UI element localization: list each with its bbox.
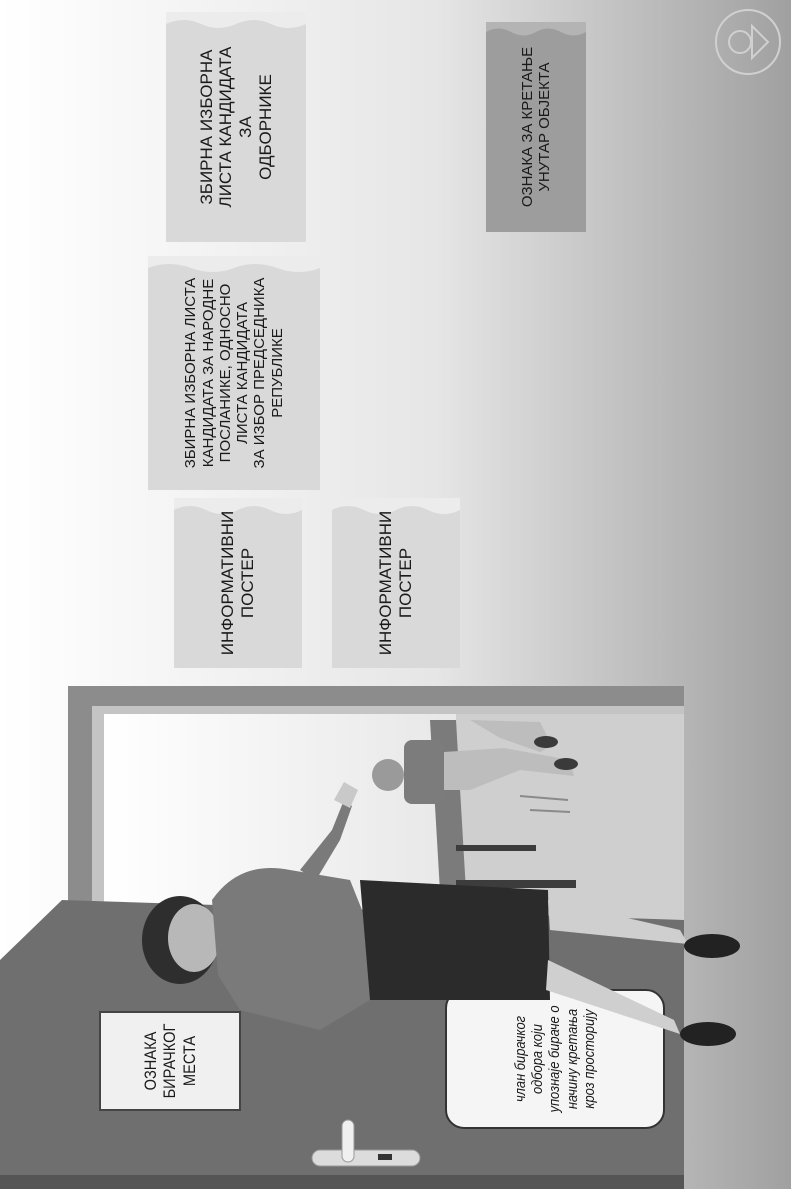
door-sign-text: ОЗНАКА БИРАЧКОГ МЕСТА [100, 1019, 240, 1103]
poster-deputies-list-text: ЗБИРНА ИЗБОРНА ЛИСТА КАНДИДАТА ЗА НАРОДН… [148, 256, 320, 490]
note-text: члан бирачког одбора који упознаје бирач… [446, 1000, 664, 1119]
poster-info-1-text: ИНФОРМАТИВНИ ПОСТЕР [174, 498, 302, 668]
poster-councilors-list-text: ЗБИРНА ИЗБОРНА ЛИСТА КАНДИДАТА ЗА ОДБОРН… [166, 12, 306, 242]
poster-info-2-text: ИНФОРМАТИВНИ ПОСТЕР [332, 498, 460, 668]
sign-movement-text: ОЗНАКА ЗА КРЕТАЊЕ УНУТАР ОБЈЕКТА [486, 22, 586, 232]
